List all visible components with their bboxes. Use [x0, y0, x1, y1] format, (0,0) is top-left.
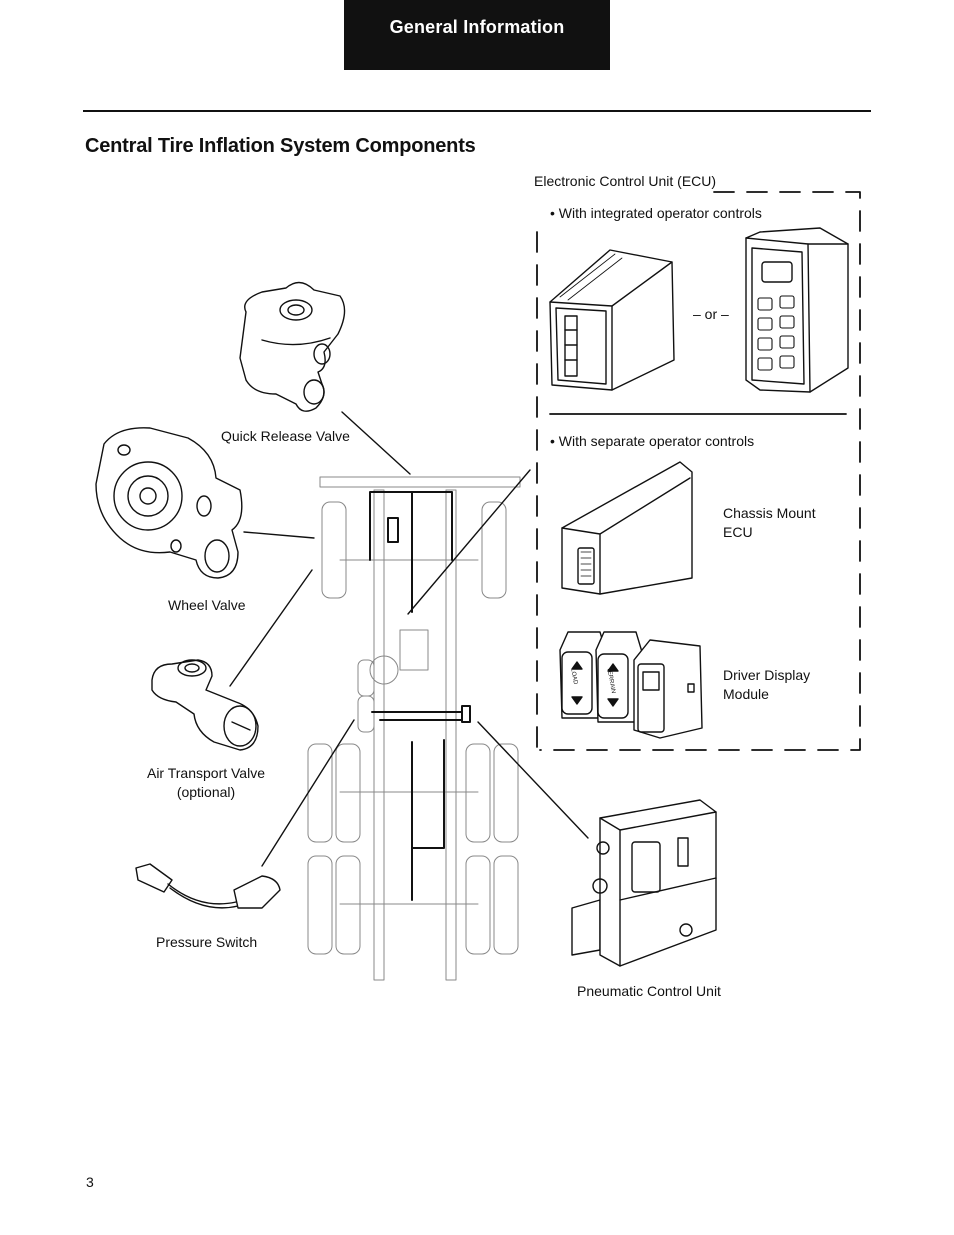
- chassis-air-lines: [369, 491, 471, 901]
- wheel-valve-label: Wheel Valve: [168, 597, 246, 613]
- header-rule: [83, 110, 871, 112]
- integrated-ecu-icon: [549, 249, 675, 391]
- or-separator: – or –: [693, 306, 729, 322]
- separate-controls-bullet: • With separate operator controls: [550, 433, 755, 449]
- pressure-switch-label: Pressure Switch: [156, 934, 258, 950]
- section-tab: General Information: [344, 0, 610, 70]
- page-number: 3: [86, 1174, 94, 1190]
- quick-release-valve-label: Quick Release Valve: [221, 428, 350, 444]
- ecu-dashed-frame: [536, 191, 861, 751]
- driver-display-module-label: Driver Display Module: [723, 667, 811, 702]
- wheel-valve-icon: [95, 427, 243, 579]
- chassis-mount-ecu-icon: [561, 461, 693, 595]
- chassis-schematic: [307, 476, 521, 981]
- air-transport-valve-icon: [151, 659, 259, 751]
- driver-display-switches: [559, 631, 703, 739]
- pressure-switch-icon: [135, 863, 281, 909]
- keypad-ecu-icon: [745, 227, 849, 393]
- quick-release-valve-icon: [239, 281, 346, 412]
- pneumatic-control-unit-icon: [571, 799, 717, 967]
- integrated-controls-bullet: • With integrated operator controls: [550, 205, 762, 221]
- chassis-mount-ecu-label: Chassis Mount ECU: [723, 505, 816, 540]
- pneumatic-control-unit-label: Pneumatic Control Unit: [577, 983, 721, 999]
- leader-lines: [229, 411, 589, 867]
- page-title: Central Tire Inflation System Components: [85, 135, 476, 157]
- air-transport-valve-label: Air Transport Valve (optional): [146, 765, 265, 800]
- ecu-heading: Electronic Control Unit (ECU): [534, 173, 717, 189]
- keypad-buttons: [757, 295, 795, 371]
